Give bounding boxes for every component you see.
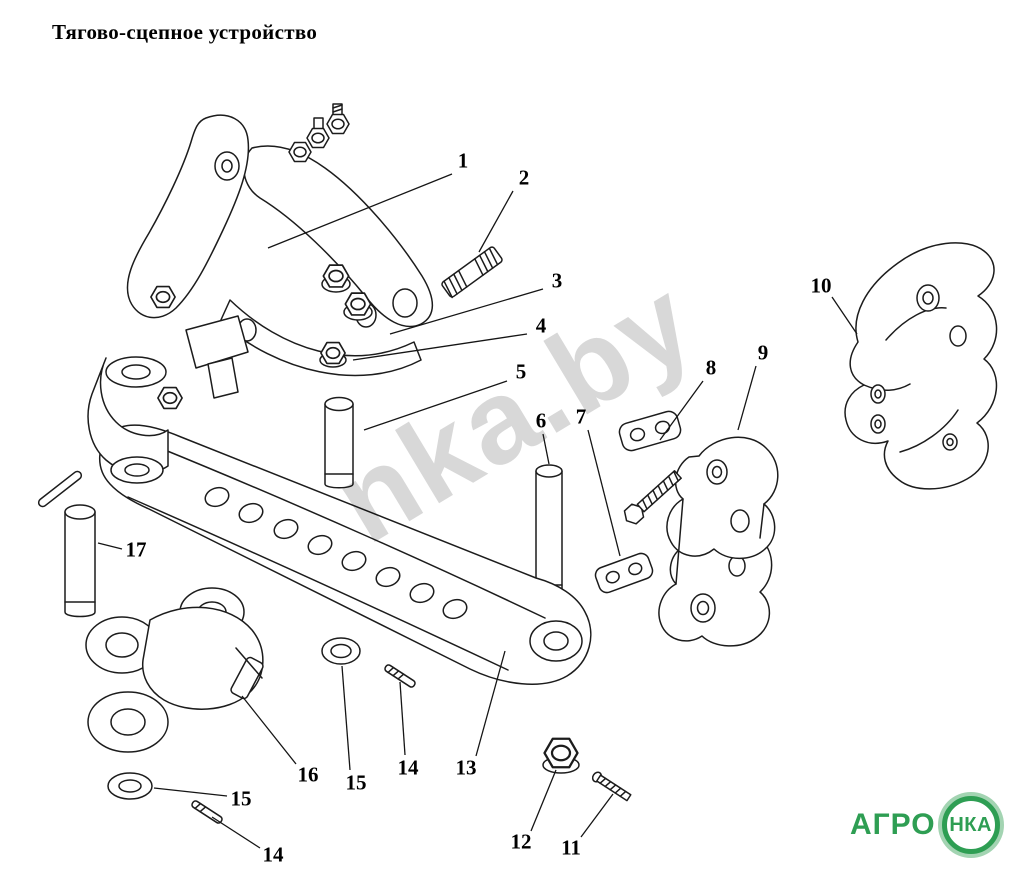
leader-line-5-4 (363, 380, 508, 431)
leader-line-6-5 (542, 433, 550, 465)
part-pin-14b (191, 800, 223, 824)
part-stud-2 (441, 246, 503, 299)
leader-line-7-6 (587, 429, 621, 557)
part-pin-17 (37, 470, 96, 618)
leader-line-3-2 (389, 288, 544, 335)
leader-line-15-14 (341, 665, 351, 771)
leader-line-14-13 (399, 681, 406, 756)
part-nut-12 (542, 737, 580, 774)
page-title: Тягово-сцепное устройство (52, 20, 318, 44)
part-bracket-10 (844, 242, 998, 490)
part-bracket-9 (658, 436, 779, 647)
leader-line-2-1 (478, 190, 514, 253)
part-bolt-11 (591, 771, 632, 802)
part-plate-8 (618, 410, 682, 452)
part-pin-5 (324, 396, 354, 489)
leader-line-4-3 (352, 333, 528, 361)
part-pin-14a (384, 664, 416, 688)
leader-line-1-0 (267, 173, 453, 249)
part-plate-7 (594, 552, 654, 594)
part-washer-15b (107, 772, 153, 800)
part-shackle-16 (85, 587, 264, 753)
leader-line-10-9 (831, 296, 858, 335)
part-drawbar-13 (98, 424, 592, 685)
logo-agro-text: АГРО (850, 808, 936, 841)
leader-line-11-10 (580, 793, 614, 838)
leader-line-17-18 (97, 542, 123, 550)
leader-line-12-11 (530, 769, 557, 832)
logo-nka-circle: НКА (941, 796, 1000, 854)
leader-line-14-16 (211, 816, 261, 849)
leader-line-8-7 (659, 380, 704, 441)
logo-nka-text: НКА (949, 813, 992, 836)
leader-line-9-8 (737, 365, 757, 431)
brand-logo: АГРО НКА (850, 796, 1000, 854)
leader-line-15-17 (153, 787, 228, 797)
leader-line-16-15 (241, 695, 297, 765)
leader-line-13-12 (475, 650, 506, 757)
part-bolt-8 (623, 470, 682, 525)
part-frame-bracket (87, 103, 434, 484)
part-washer-15a (321, 637, 361, 665)
